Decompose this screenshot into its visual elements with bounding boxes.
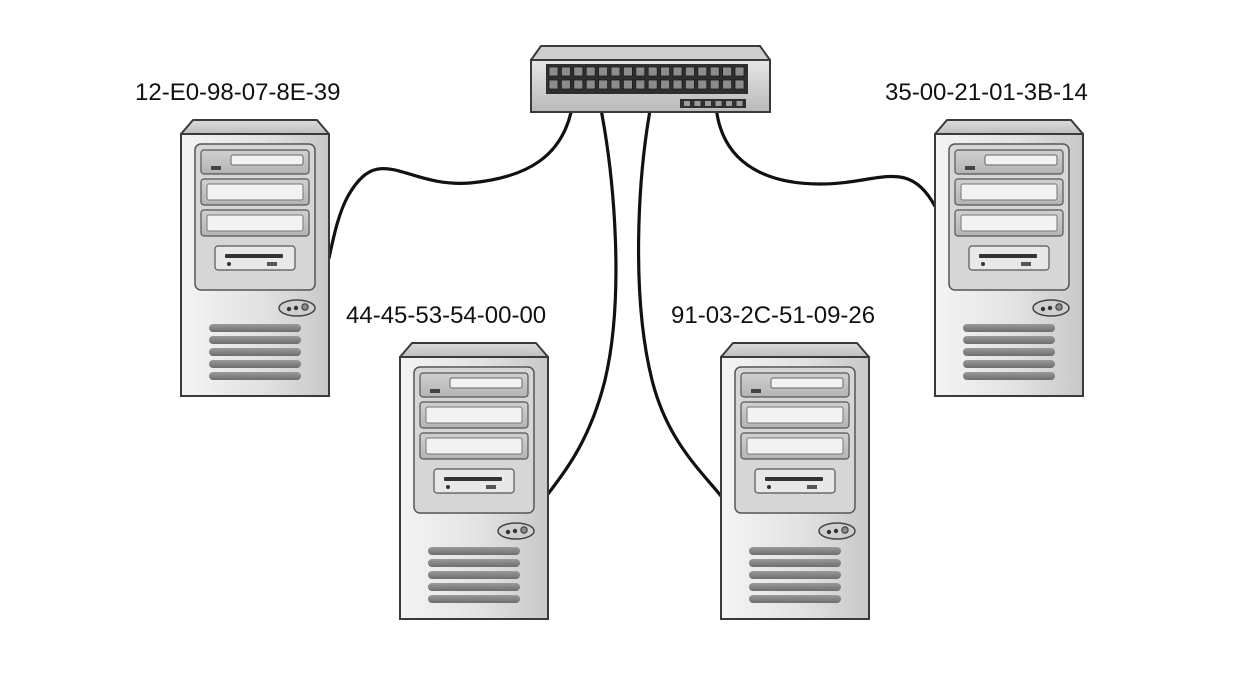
network-switch-icon	[530, 45, 771, 113]
switch-port	[685, 79, 695, 90]
switch-port	[585, 66, 596, 77]
switch-port	[585, 79, 596, 90]
switch-led	[715, 101, 722, 106]
switch-port	[722, 66, 732, 77]
switch-led	[736, 101, 743, 106]
switch-port	[709, 79, 720, 90]
cable-bottom-right	[636, 92, 723, 498]
cable-bottom-left	[546, 92, 618, 496]
switch-port	[598, 79, 608, 90]
computer-tower-icon	[720, 342, 870, 620]
switch-port	[635, 79, 646, 90]
switch-port	[660, 66, 670, 77]
switch-port	[573, 79, 584, 90]
switch-port	[635, 66, 646, 77]
switch-port	[685, 66, 695, 77]
switch-port	[598, 66, 608, 77]
switch-port	[647, 66, 658, 77]
switch-led	[684, 101, 690, 106]
switch-port	[709, 66, 720, 77]
switch-port	[623, 66, 633, 77]
computer-tower-icon	[399, 342, 549, 620]
switch-port	[561, 79, 571, 90]
switch-port	[623, 79, 633, 90]
cable-top-left	[327, 92, 576, 260]
switch-port	[672, 66, 683, 77]
mac-label-bottom-right: 91-03-2C-51-09-26	[671, 302, 875, 329]
switch-port	[660, 79, 670, 90]
switch-port	[561, 66, 571, 77]
switch-led	[726, 101, 732, 106]
computer-tower-icon	[180, 119, 330, 397]
mac-label-bottom-left: 44-45-53-54-00-00	[346, 302, 546, 329]
switch-port	[722, 79, 732, 90]
switch-port	[734, 79, 745, 90]
switch-port	[647, 79, 658, 90]
mac-label-top-right: 35-00-21-01-3B-14	[885, 79, 1088, 106]
switch-port	[697, 79, 708, 90]
switch-port	[573, 66, 584, 77]
mac-label-top-left: 12-E0-98-07-8E-39	[135, 79, 340, 106]
computer-tower-icon	[934, 119, 1084, 397]
cable-top-right	[714, 104, 938, 210]
switch-port	[548, 79, 559, 90]
switch-port	[548, 66, 559, 77]
switch-port	[672, 79, 683, 90]
switch-led	[705, 101, 711, 106]
switch-led	[694, 101, 701, 106]
switch-port	[734, 66, 745, 77]
switch-port	[610, 79, 621, 90]
switch-port	[610, 66, 621, 77]
switch-port	[697, 66, 708, 77]
